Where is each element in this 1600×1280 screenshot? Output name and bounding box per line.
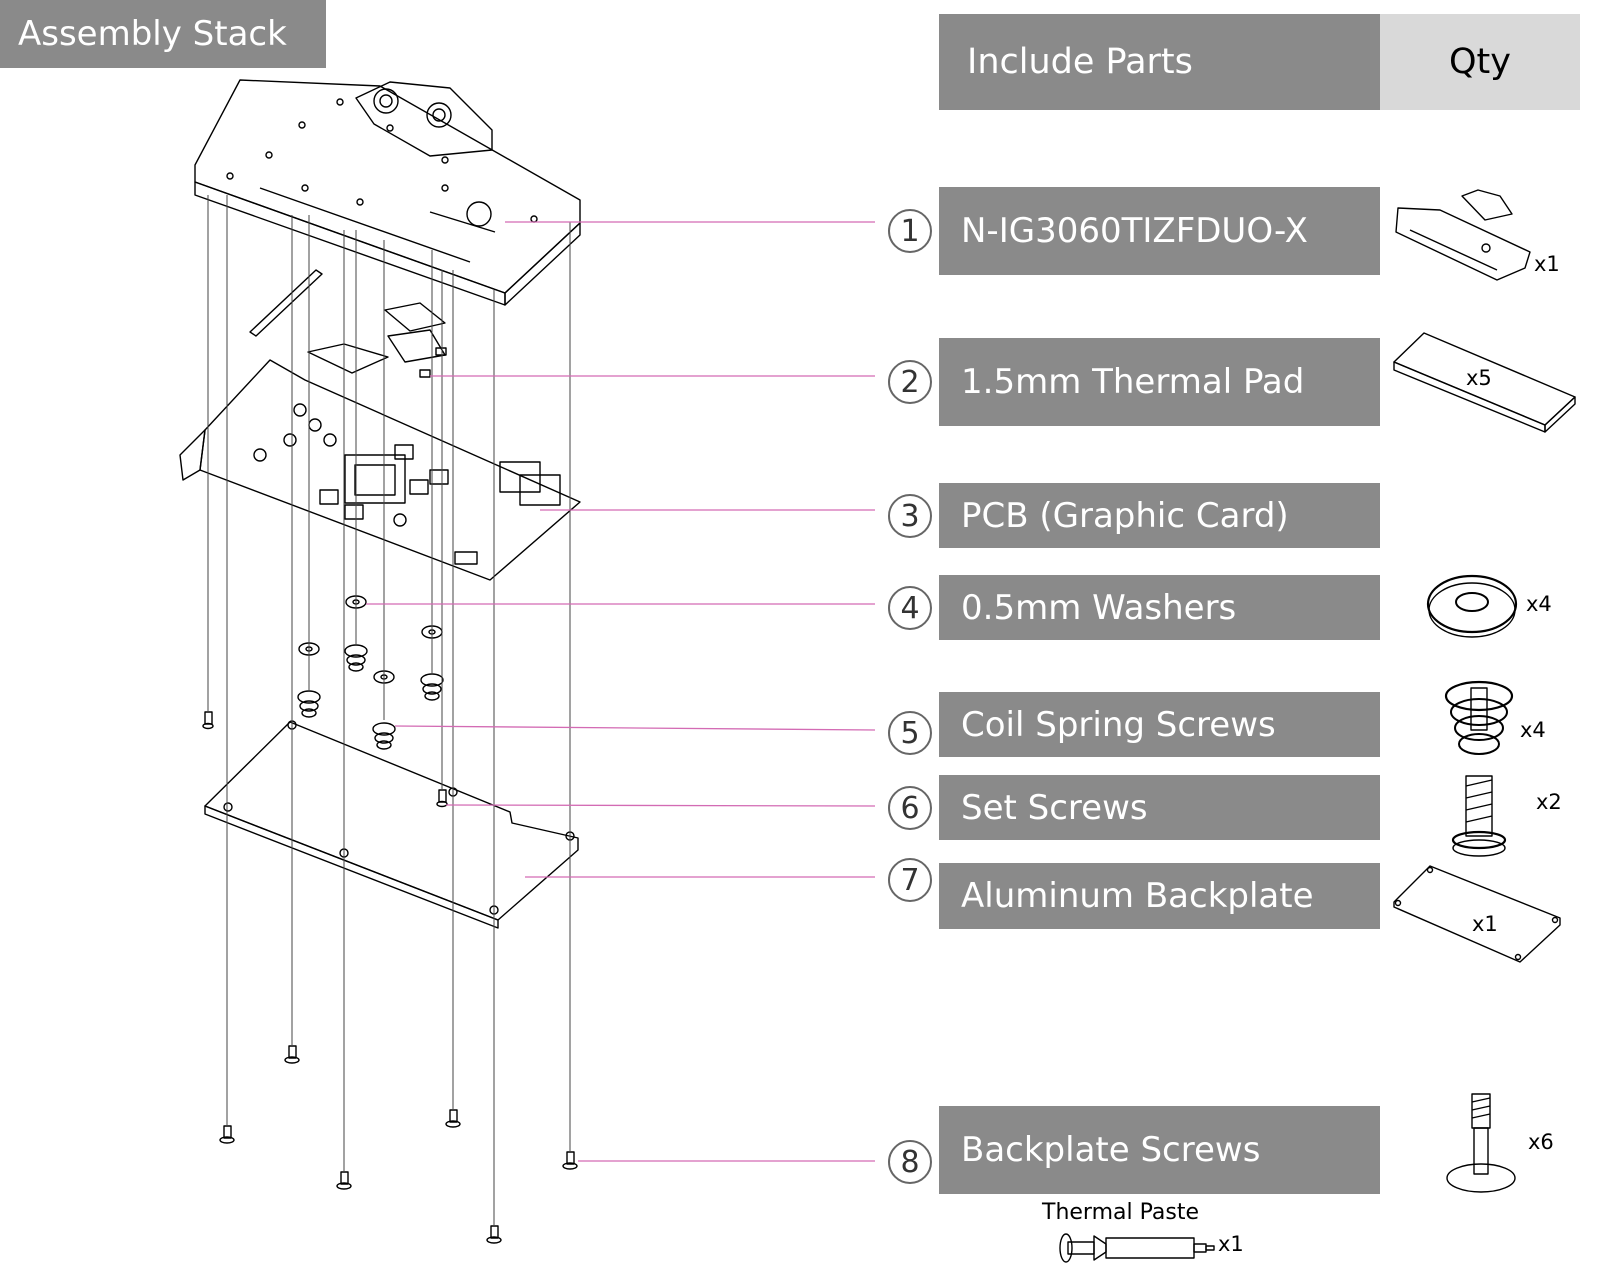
exploded-guide-lines xyxy=(207,195,571,1226)
thermal-paste-syringe-icon xyxy=(1059,1233,1215,1263)
set-screw-icon xyxy=(1451,775,1507,857)
qty-8: x6 xyxy=(1528,1130,1554,1154)
qty-5: x4 xyxy=(1520,718,1546,742)
qty-7: x1 xyxy=(1472,912,1498,936)
part-label-8: Backplate Screws xyxy=(939,1106,1380,1194)
screws-drawing xyxy=(202,711,578,1244)
thermal-pad-icon xyxy=(1393,332,1576,433)
part-label-6: Set Screws xyxy=(939,775,1380,840)
part-number-6: 6 xyxy=(888,786,932,830)
part-number-8: 8 xyxy=(888,1140,932,1184)
qty-6: x2 xyxy=(1536,790,1562,814)
waterblock-drawing xyxy=(194,79,581,306)
thermal-pads-drawing xyxy=(249,269,447,378)
thermal-paste-label: Thermal Paste xyxy=(1042,1200,1199,1225)
qty-2: x5 xyxy=(1466,366,1492,390)
part-label-7: Aluminum Backplate xyxy=(939,863,1380,929)
backplate-icon xyxy=(1393,865,1561,963)
part-label-1: N-IG3060TIZFDUO-X xyxy=(939,187,1380,275)
part-number-3: 3 xyxy=(888,494,932,538)
backplate-screw-icon xyxy=(1446,1093,1516,1193)
qty-4: x4 xyxy=(1526,592,1552,616)
include-parts-header: Include Parts xyxy=(939,14,1380,110)
qty-1: x1 xyxy=(1534,252,1560,276)
assembly-stack-title: Assembly Stack xyxy=(0,0,326,68)
part-number-1: 1 xyxy=(888,209,932,253)
part-label-4: 0.5mm Washers xyxy=(939,575,1380,640)
backplate-drawing xyxy=(204,720,579,929)
thermal-paste-qty: x1 xyxy=(1218,1232,1244,1256)
leader-lines xyxy=(366,221,876,1162)
part-label-5: Coil Spring Screws xyxy=(939,692,1380,757)
part-number-2: 2 xyxy=(888,360,932,404)
waterblock-icon xyxy=(1395,189,1531,281)
part-number-7: 7 xyxy=(888,858,932,902)
coil-spring-screw-icon xyxy=(1444,680,1514,755)
part-label-2: 1.5mm Thermal Pad xyxy=(939,338,1380,426)
part-number-4: 4 xyxy=(888,586,932,630)
coil-springs-drawing xyxy=(297,644,444,750)
part-label-3: PCB (Graphic Card) xyxy=(939,483,1380,548)
washer-icon xyxy=(1426,574,1518,638)
part-number-5: 5 xyxy=(888,711,932,755)
washers-drawing xyxy=(298,595,443,684)
pcb-drawing xyxy=(179,359,581,581)
qty-header: Qty xyxy=(1380,14,1580,110)
